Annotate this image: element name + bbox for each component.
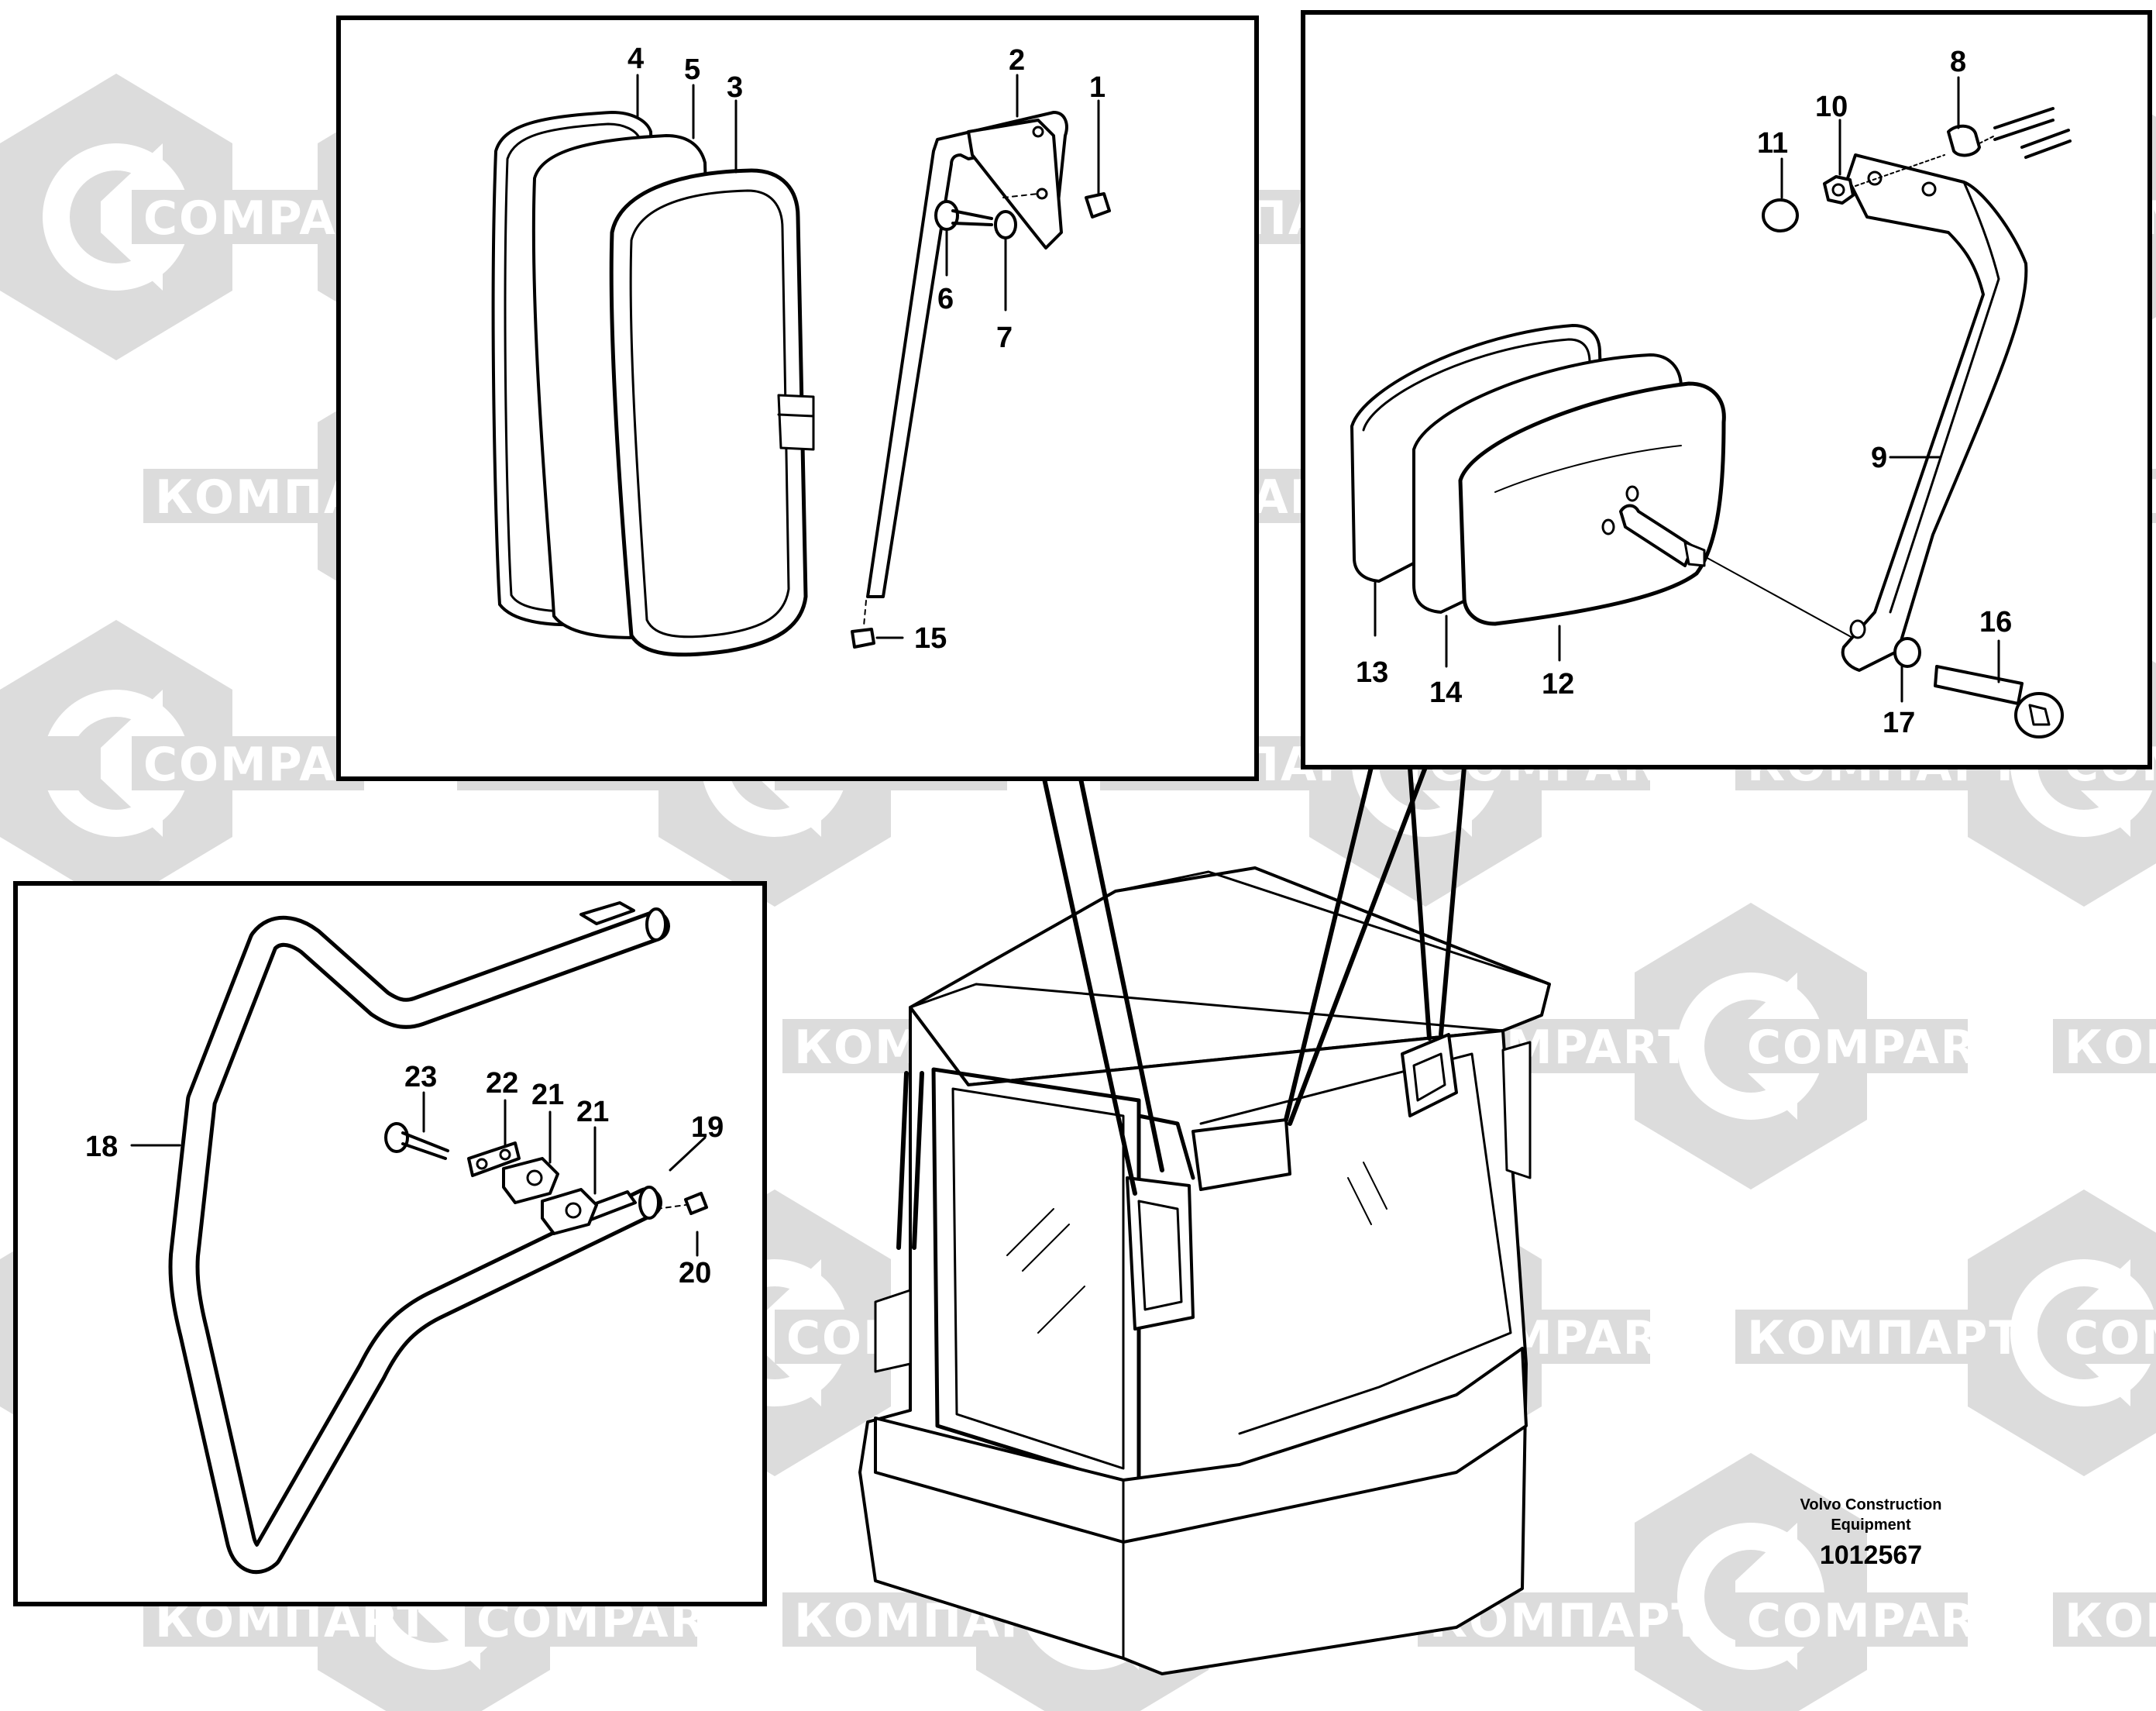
caption-company: Volvo Construction (1800, 1496, 1942, 1513)
svg-text:18: 18 (85, 1131, 118, 1163)
left-mirror-detail (491, 74, 1111, 657)
svg-text:COMPART: COMPART (1747, 1594, 2009, 1648)
handrail-detail (130, 901, 708, 1574)
svg-text:22: 22 (486, 1067, 518, 1100)
handrail-labels: 18 23 22 21 21 19 20 (85, 1061, 724, 1289)
svg-text:10: 10 (1815, 91, 1848, 123)
svg-text:COMPART: COMPART (1747, 1021, 2009, 1075)
callout-leaders (1042, 765, 1467, 1196)
caption-drawing-number: 1012567 (1820, 1541, 1922, 1570)
svg-text:14: 14 (1429, 676, 1462, 709)
svg-text:15: 15 (914, 622, 947, 655)
svg-text:23: 23 (404, 1061, 437, 1093)
svg-text:17: 17 (1883, 707, 1915, 739)
svg-text:19: 19 (691, 1111, 724, 1144)
watermark-logo (1635, 1453, 1867, 1711)
svg-text:20: 20 (679, 1257, 711, 1289)
svg-text:13: 13 (1356, 656, 1388, 689)
svg-text:9: 9 (1871, 442, 1887, 474)
diagram-caption: Volvo Construction Equipment 1012567 (1800, 1496, 1942, 1570)
svg-text:КОМПАРТ: КОМПАРТ (2065, 1594, 2156, 1648)
svg-text:4: 4 (628, 43, 644, 75)
svg-text:6: 6 (937, 283, 954, 315)
cab-drawing (858, 866, 1551, 1675)
svg-text:COMPART: COMPART (2065, 1311, 2156, 1365)
left-mirror-labels: 4 5 3 2 1 6 7 15 (628, 43, 1106, 655)
svg-text:11: 11 (1757, 127, 1788, 160)
svg-text:12: 12 (1542, 668, 1574, 701)
svg-text:3: 3 (727, 71, 743, 104)
svg-text:КОМПАРТ: КОМПАРТ (1747, 1311, 2022, 1365)
svg-text:КОМПАРТ: КОМПАРТ (2065, 1021, 2156, 1075)
svg-text:21: 21 (531, 1079, 564, 1111)
detail-box-handrail (13, 881, 767, 1606)
svg-text:2: 2 (1009, 44, 1025, 77)
svg-text:1: 1 (1089, 71, 1106, 104)
right-mirror-detail (1350, 76, 2072, 738)
svg-text:8: 8 (1950, 46, 1966, 78)
right-mirror-labels: 8 10 11 9 13 14 12 16 17 (1356, 46, 2012, 739)
svg-text:21: 21 (576, 1096, 609, 1128)
svg-text:7: 7 (996, 322, 1013, 354)
caption-equipment: Equipment (1831, 1516, 1911, 1534)
svg-text:5: 5 (684, 53, 700, 86)
svg-text:16: 16 (1979, 606, 2012, 639)
